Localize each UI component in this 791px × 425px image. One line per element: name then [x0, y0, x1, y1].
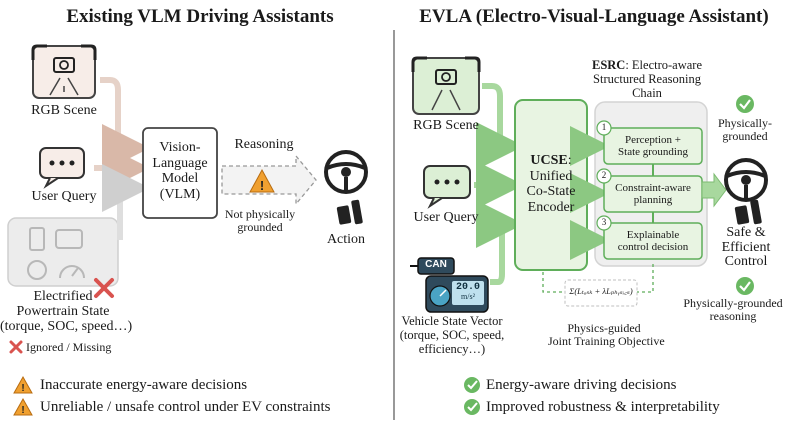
step-num-3: 3 [601, 217, 607, 227]
right-panel-title: EVLA (Electro-Visual-Language Assistant) [419, 6, 769, 27]
step-label-1: Perception + State grounding [618, 134, 688, 159]
esrc-label: ESRC: Electro-aware Structured Reasoning… [572, 58, 722, 100]
objective-dashed-lines [542, 262, 654, 293]
control-label: Safe & Efficient Control [721, 225, 771, 270]
step-label-2: Constraint-aware planning [615, 182, 691, 207]
vlm-label: Vision- Language Model (VLM) [152, 140, 208, 203]
step-num-circle-1 [596, 120, 612, 136]
bullet-warning-icon-1: ! [13, 375, 33, 394]
svg-text:!: ! [21, 383, 24, 394]
arrow-vehicle-to-ucse [476, 200, 524, 285]
step-num-circle-2 [596, 168, 612, 184]
bottom-check-label: Physically-grounded reasoning [683, 296, 783, 324]
pedals-icon-right [734, 199, 762, 225]
esrc-rest: : Electro-aware Structured Reasoning Cha… [593, 58, 703, 100]
gauge-display-icon [425, 275, 489, 313]
steering-wheel-icon-right [724, 158, 768, 202]
user-query-label-right: User Query [413, 210, 479, 225]
small-cross-icon [9, 340, 23, 354]
ignored-missing-label: Ignored / Missing [26, 340, 112, 354]
step-num-2: 2 [601, 170, 607, 180]
ucse-rest: : Unified Co-State Encoder [526, 153, 576, 216]
esrc-bold: ESRC [591, 58, 626, 72]
arrow-powertrain-to-vlm [102, 164, 150, 240]
right-bullet-2: Improved robustness & interpretability [486, 399, 720, 415]
vlm-box [142, 127, 218, 219]
objective-label: Physics-guided Joint Training Objective [548, 321, 665, 349]
check-icon-top [736, 95, 754, 113]
ucse-label: UCSE: Unified Co-State Encoder [515, 153, 587, 216]
bullet-warning-icon-2: ! [13, 397, 33, 416]
step-label-3: Explainable control decision [617, 229, 689, 254]
warning-icon: ! [249, 168, 275, 193]
rgb-scene-label: RGB Scene [31, 103, 97, 118]
gauge-value: 20.0 [455, 282, 480, 293]
ucse-bold: UCSE [530, 153, 568, 168]
rgb-camera-icon [31, 44, 97, 99]
formula-text: Σ(Lₜₐₛₖ + λLₚₕᵧₛᵢ꜀ₛ) [569, 286, 633, 296]
step-num-1: 1 [601, 122, 607, 132]
rgb-camera-icon-right [411, 56, 481, 115]
powertrain-state-box [7, 217, 119, 287]
ignored-cross-icon [94, 278, 114, 298]
bullet-check-icon-2 [464, 399, 480, 415]
svg-text:!: ! [21, 405, 24, 416]
bullet-check-icon-1 [464, 377, 480, 393]
check-icon-bottom [736, 277, 754, 295]
chat-bubble-icon-right [423, 165, 471, 209]
gauge-unit: m/s² [461, 292, 475, 301]
user-query-label: User Query [31, 189, 97, 204]
formula-box [564, 279, 638, 307]
left-bullet-2: Unreliable / unsafe control under EV con… [40, 399, 331, 415]
left-panel-title: Existing VLM Driving Assistants [66, 6, 334, 27]
can-connector-icon [410, 257, 455, 275]
pedals-icon [336, 199, 363, 225]
rgb-scene-label-right: RGB Scene [413, 118, 479, 133]
svg-text:!: ! [260, 178, 264, 193]
powertrain-label: Electrified Powertrain State (torque, SO… [0, 289, 133, 335]
right-bullet-1: Energy-aware driving decisions [486, 377, 677, 393]
reasoning-dashed-arrow [221, 154, 317, 206]
step-num-circle-3 [596, 215, 612, 231]
arrow-esrc-to-control [701, 172, 727, 208]
left-bullet-1: Inaccurate energy-aware decisions [40, 377, 248, 393]
chat-bubble-icon [39, 147, 85, 189]
arrow-rgb-to-ucse [476, 83, 524, 170]
action-label: Action [326, 232, 366, 247]
vehicle-state-label: Vehicle State Vector (torque, SOC, speed… [399, 314, 505, 356]
reasoning-label: Reasoning [234, 137, 294, 152]
steering-wheel-icon [324, 150, 368, 194]
not-grounded-label: Not physically grounded [224, 207, 296, 235]
can-label: CAN [425, 259, 447, 270]
top-check-label: Physically- grounded [718, 116, 772, 144]
